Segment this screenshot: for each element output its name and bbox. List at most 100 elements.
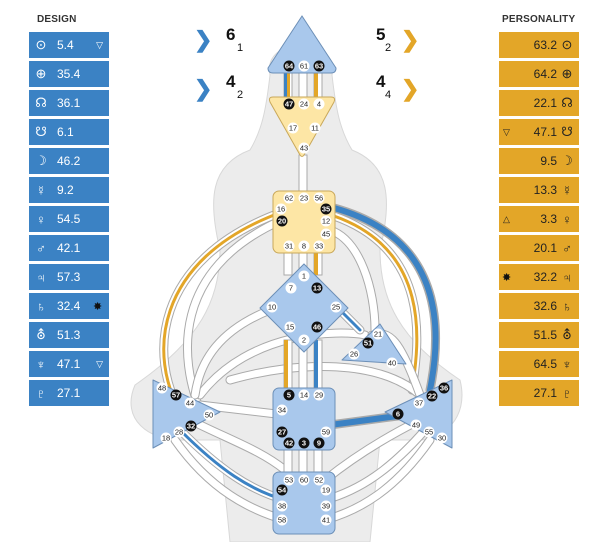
chevron-right-icon[interactable]: ❯ (194, 27, 213, 52)
gate-circle[interactable] (438, 382, 450, 394)
gate-circle[interactable] (313, 60, 325, 72)
personality-row[interactable]: 63.2⊙ (499, 32, 579, 58)
gate-circle[interactable] (298, 270, 310, 282)
gate-circle[interactable] (266, 301, 278, 313)
gate-circle[interactable] (320, 484, 332, 496)
gate-circle[interactable] (348, 348, 360, 360)
gate-circle[interactable] (283, 60, 295, 72)
throat-center[interactable] (272, 190, 336, 254)
gate-circle[interactable] (298, 60, 310, 72)
personality-row[interactable]: 32.2♃ (499, 264, 579, 290)
chevron-right-icon[interactable]: ❯ (401, 76, 420, 101)
design-row[interactable]: ♂42.1 (29, 235, 109, 261)
personality-row[interactable]: 20.1♂ (499, 235, 579, 261)
chevron-right-icon[interactable]: ❯ (194, 76, 213, 101)
personality-row[interactable]: 9.5☽ (499, 148, 579, 174)
gate-circle[interactable] (184, 397, 196, 409)
design-row[interactable]: ⊕35.4 (29, 61, 109, 87)
gate-circle[interactable] (276, 514, 288, 526)
design-row[interactable]: ☋6.1 (29, 119, 109, 145)
gate-circle[interactable] (320, 500, 332, 512)
gate-circle[interactable] (410, 419, 422, 431)
gate-circle[interactable] (284, 321, 296, 333)
gate-circle[interactable] (313, 240, 325, 252)
gate-circle[interactable] (330, 301, 342, 313)
gate-circle[interactable] (298, 240, 310, 252)
gate-circle[interactable] (203, 409, 215, 421)
gate-circle[interactable] (372, 328, 384, 340)
gate-circle[interactable] (298, 437, 310, 449)
gate-circle[interactable] (426, 390, 438, 402)
gate-circle[interactable] (320, 228, 332, 240)
design-row[interactable]: ☊36.1 (29, 90, 109, 116)
gate-circle[interactable] (423, 426, 435, 438)
gate-circle[interactable] (298, 389, 310, 401)
gate-circle[interactable] (320, 514, 332, 526)
gate-circle[interactable] (309, 122, 321, 134)
personality-row[interactable]: 13.3☿ (499, 177, 579, 203)
gate-circle[interactable] (283, 98, 295, 110)
gate-circle[interactable] (283, 192, 295, 204)
personality-row[interactable]: △3.3♀ (499, 206, 579, 232)
personality-row[interactable]: 51.5⛢ (499, 322, 579, 348)
personality-row[interactable]: 64.2⊕ (499, 61, 579, 87)
gate-circle[interactable] (185, 420, 197, 432)
design-row[interactable]: ♇27.1 (29, 380, 109, 406)
personality-row[interactable]: 27.1♇ (499, 380, 579, 406)
gate-circle[interactable] (276, 215, 288, 227)
gate-circle[interactable] (311, 282, 323, 294)
gate-circle[interactable] (413, 397, 425, 409)
gate-circle[interactable] (313, 98, 325, 110)
gate-circle[interactable] (320, 203, 332, 215)
gate-circle[interactable] (313, 474, 325, 486)
gate-circle[interactable] (392, 408, 404, 420)
gate-circle[interactable] (313, 192, 325, 204)
personality-row[interactable]: 32.6♄ (499, 293, 579, 319)
gate-circle[interactable] (287, 122, 299, 134)
gate-circle[interactable] (283, 437, 295, 449)
gate-circle[interactable] (298, 334, 310, 346)
gate-circle[interactable] (276, 426, 288, 438)
gate-circle[interactable] (283, 240, 295, 252)
gate-circle[interactable] (436, 432, 448, 444)
gate-circle[interactable] (313, 437, 325, 449)
design-row[interactable]: ♄32.4 (29, 293, 109, 319)
design-row[interactable]: ♃57.3 (29, 264, 109, 290)
gate-circle[interactable] (320, 215, 332, 227)
gate-circle[interactable] (311, 321, 323, 333)
gate-circle[interactable] (276, 500, 288, 512)
head-center[interactable] (267, 15, 337, 74)
spleen-center[interactable] (152, 379, 221, 449)
personality-row[interactable]: 22.1☊ (499, 90, 579, 116)
gate-circle[interactable] (160, 432, 172, 444)
gate-circle[interactable] (275, 203, 287, 215)
gate-circle[interactable] (173, 426, 185, 438)
gate-circle[interactable] (298, 474, 310, 486)
gate-circle[interactable] (283, 474, 295, 486)
design-row[interactable]: ♆47.1▽ (29, 351, 109, 377)
gate-circle[interactable] (298, 98, 310, 110)
chevron-right-icon[interactable]: ❯ (401, 27, 420, 52)
gate-circle[interactable] (276, 404, 288, 416)
gate-circle[interactable] (298, 192, 310, 204)
gate-circle[interactable] (156, 382, 168, 394)
gate-circle[interactable] (313, 389, 325, 401)
design-row[interactable]: ⛢51.3 (29, 322, 109, 348)
ajna-center[interactable] (268, 96, 336, 157)
gate-circle[interactable] (386, 357, 398, 369)
design-row[interactable]: ☿9.2 (29, 177, 109, 203)
gate-circle[interactable] (276, 484, 288, 496)
gate-circle[interactable] (362, 337, 374, 349)
personality-row[interactable]: 64.5♆ (499, 351, 579, 377)
root-center[interactable] (272, 471, 336, 535)
g-center[interactable] (259, 263, 349, 353)
gate-circle[interactable] (320, 426, 332, 438)
gate-circle[interactable] (285, 282, 297, 294)
design-row[interactable]: ♀54.5 (29, 206, 109, 232)
design-row[interactable]: ⊙5.4▽ (29, 32, 109, 58)
personality-row[interactable]: ▽47.1☋ (499, 119, 579, 145)
sacral-center[interactable] (272, 387, 336, 451)
gate-circle[interactable] (170, 389, 182, 401)
gate-circle[interactable] (298, 142, 310, 154)
gate-circle[interactable] (283, 389, 295, 401)
